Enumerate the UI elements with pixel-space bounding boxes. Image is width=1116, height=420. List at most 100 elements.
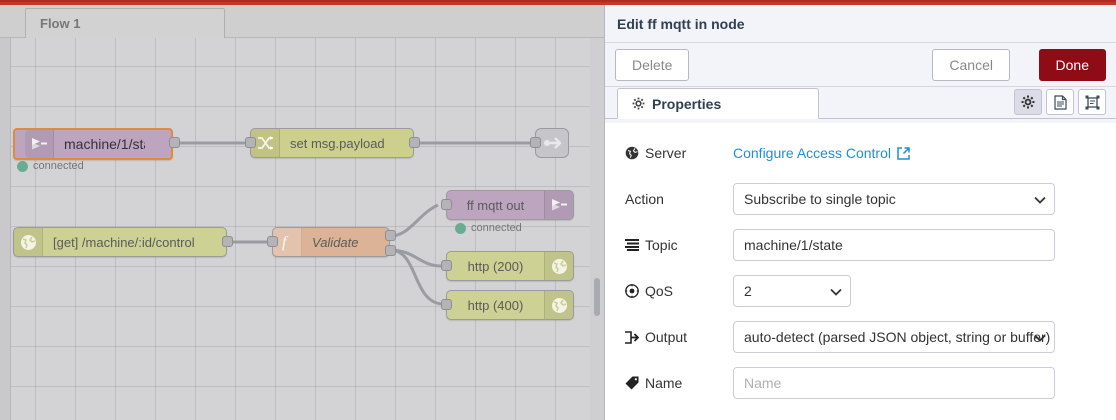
target-icon bbox=[625, 284, 639, 298]
name-label: Name bbox=[645, 375, 683, 391]
description-icon bbox=[1053, 94, 1067, 110]
mqtt-icon bbox=[25, 130, 54, 158]
node-label: http (200) bbox=[467, 258, 524, 274]
qos-label-group: QoS bbox=[625, 283, 733, 299]
node-http-response-200[interactable]: http (200) bbox=[446, 251, 574, 281]
form-row-qos: QoS 2 bbox=[625, 275, 1098, 307]
node-change-set-payload[interactable]: set msg.payload bbox=[250, 128, 414, 158]
panel-icon-button-group bbox=[1014, 89, 1106, 115]
action-label: Action bbox=[625, 191, 664, 207]
node-label: machine/1/state bbox=[64, 136, 145, 152]
node-http-response-400-input-port[interactable] bbox=[441, 299, 452, 310]
globe-icon bbox=[544, 291, 573, 319]
status-dot bbox=[455, 222, 466, 234]
shuffle-icon bbox=[251, 129, 280, 157]
node-function-input-port[interactable] bbox=[267, 236, 278, 247]
status-text: connected bbox=[33, 160, 84, 172]
chevron-down-icon bbox=[1034, 322, 1046, 352]
list-icon bbox=[625, 239, 639, 251]
mqtt-icon bbox=[544, 191, 573, 219]
qos-select-value: 2 bbox=[744, 283, 752, 299]
form-row-action: Action Subscribe to single topic bbox=[625, 183, 1098, 215]
server-label-group: Server bbox=[625, 145, 733, 161]
configure-access-control-label: Configure Access Control bbox=[733, 145, 891, 161]
flow-editor: Flow 1 bbox=[0, 5, 604, 420]
description-icon-button[interactable] bbox=[1046, 89, 1074, 115]
node-mqtt-in[interactable]: machine/1/state bbox=[13, 128, 173, 160]
external-link-icon bbox=[897, 146, 910, 160]
canvas-gutter bbox=[0, 38, 11, 420]
node-mqtt-in-status: connected bbox=[17, 160, 84, 172]
form-row-name: Name Name bbox=[625, 367, 1098, 399]
globe-icon bbox=[14, 228, 43, 256]
delete-button[interactable]: Delete bbox=[615, 49, 690, 81]
qos-label: QoS bbox=[645, 283, 674, 299]
node-http-response-400[interactable]: http (400) bbox=[446, 290, 574, 320]
configure-access-control-link[interactable]: Configure Access Control bbox=[733, 145, 910, 161]
node-link-out-input-port[interactable] bbox=[530, 137, 541, 148]
gear-icon-button[interactable] bbox=[1014, 89, 1042, 115]
node-label: http (400) bbox=[467, 297, 524, 313]
node-label: ff mqtt out bbox=[466, 197, 525, 213]
qos-select[interactable]: 2 bbox=[733, 275, 851, 307]
sign-out-icon bbox=[625, 330, 639, 344]
function-icon: f bbox=[273, 228, 302, 256]
server-label: Server bbox=[645, 145, 687, 161]
done-button[interactable]: Done bbox=[1038, 49, 1106, 81]
gear-icon bbox=[632, 97, 645, 110]
link-out-icon bbox=[544, 137, 561, 149]
globe-icon bbox=[625, 146, 639, 160]
flow-canvas[interactable]: machine/1/state connected set msg.payloa… bbox=[0, 38, 604, 420]
scrollbar-thumb[interactable] bbox=[594, 278, 600, 316]
action-select[interactable]: Subscribe to single topic bbox=[733, 183, 1055, 215]
node-label: set msg.payload bbox=[290, 135, 385, 151]
node-mqtt-out[interactable]: ff mqtt out bbox=[446, 190, 574, 220]
node-http-response-200-input-port[interactable] bbox=[441, 260, 452, 271]
output-label: Output bbox=[645, 329, 688, 345]
form-row-server: Server Configure Access Control bbox=[625, 137, 1098, 169]
svg-text:f: f bbox=[282, 234, 289, 251]
canvas-vertical-scrollbar[interactable] bbox=[590, 38, 604, 420]
flow-tab-flow-1[interactable]: Flow 1 bbox=[25, 8, 225, 39]
edit-node-panel: Edit ff mqtt in node Delete Cancel Done … bbox=[604, 5, 1116, 420]
node-function-validate[interactable]: f Validate bbox=[272, 227, 390, 257]
chevron-down-icon bbox=[1034, 184, 1046, 214]
output-select-value: auto-detect (parsed JSON object, string … bbox=[744, 329, 1051, 345]
node-function-output-port-1[interactable] bbox=[385, 230, 396, 241]
action-label-group: Action bbox=[625, 191, 733, 207]
node-mqtt-out-input-port[interactable] bbox=[441, 199, 452, 210]
status-text: connected bbox=[471, 222, 522, 234]
topic-label: Topic bbox=[645, 237, 678, 253]
panel-tab-bar: Properties bbox=[605, 87, 1116, 119]
node-properties-form: Server Configure Access Control Action S… bbox=[605, 123, 1116, 420]
action-select-value: Subscribe to single topic bbox=[744, 191, 896, 207]
node-change-input-port[interactable] bbox=[245, 137, 256, 148]
node-mqtt-out-status: connected bbox=[455, 222, 522, 234]
cancel-button[interactable]: Cancel bbox=[932, 49, 1010, 81]
node-http-in[interactable]: [get] /machine/:id/control bbox=[13, 227, 227, 257]
node-http-in-output-port[interactable] bbox=[222, 236, 233, 247]
topic-input[interactable]: machine/1/state bbox=[733, 229, 1055, 261]
tag-icon bbox=[625, 376, 639, 390]
chevron-down-icon bbox=[830, 276, 842, 306]
panel-title: Edit ff mqtt in node bbox=[605, 5, 1116, 43]
node-change-output-port[interactable] bbox=[409, 137, 420, 148]
flow-tab-bar: Flow 1 bbox=[0, 5, 604, 39]
output-select[interactable]: auto-detect (parsed JSON object, string … bbox=[733, 321, 1055, 353]
appearance-icon-button[interactable] bbox=[1078, 89, 1106, 115]
output-label-group: Output bbox=[625, 329, 733, 345]
status-dot bbox=[17, 160, 28, 172]
tab-properties-label: Properties bbox=[652, 95, 722, 112]
form-row-output: Output auto-detect (parsed JSON object, … bbox=[625, 321, 1098, 353]
appearance-icon bbox=[1085, 95, 1099, 109]
form-row-topic: Topic machine/1/state bbox=[625, 229, 1098, 261]
tab-properties[interactable]: Properties bbox=[617, 88, 819, 119]
node-function-output-port-2[interactable] bbox=[385, 245, 396, 256]
panel-action-bar: Delete Cancel Done bbox=[605, 43, 1116, 87]
topic-label-group: Topic bbox=[625, 237, 733, 253]
node-mqtt-in-output-port[interactable] bbox=[169, 137, 180, 148]
node-label: Validate bbox=[312, 234, 359, 250]
name-input[interactable]: Name bbox=[733, 367, 1055, 399]
gear-icon bbox=[1021, 95, 1035, 109]
node-label: [get] /machine/:id/control bbox=[53, 234, 195, 250]
